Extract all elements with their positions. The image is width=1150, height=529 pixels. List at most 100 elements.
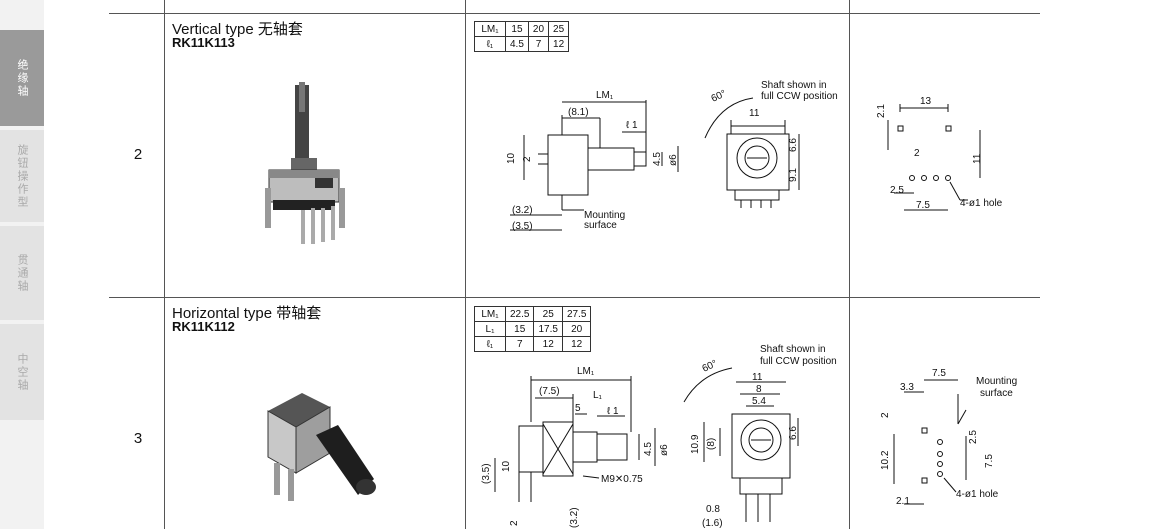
spec-table: LM₁ 15 20 25 ℓ₁ 4.5 7 12: [474, 21, 570, 52]
dimension-label: M9✕0.75: [601, 474, 643, 485]
dimension-label: (3.2): [512, 205, 533, 216]
dimension-label: 2.5: [968, 430, 979, 444]
table-cell: 20: [527, 21, 550, 37]
table-row: ℓ₁ 7 12 12: [474, 336, 592, 352]
dimension-label: 7.5: [932, 368, 946, 379]
tab-through-shaft[interactable]: 贯通轴: [0, 226, 44, 320]
product-title: Vertical type 无轴套: [172, 21, 303, 38]
dimension-label: 10.2: [880, 450, 891, 470]
side-view-drawing: LM₁ (8.1) ℓ 1 10 2 4.5 ø6 (3.2) (3.5) Mo…: [506, 90, 679, 232]
dimension-label: (7.5): [539, 386, 560, 397]
dimension-label: Shaft shown in: [760, 344, 826, 355]
spec-table: LM₁ 22.5 25 27.5 L₁ 15 17.5 20 ℓ₁ 7 12 1…: [474, 306, 592, 352]
side-view-drawing: LM₁ (7.5) L₁ 5 ℓ 1 4.5 ø6 (3.5) 10 M9✕0.…: [481, 366, 670, 528]
tab-label: 中空轴: [16, 352, 28, 392]
dimension-label: 10: [506, 152, 517, 164]
table-cell: 15: [504, 321, 535, 337]
table-cell: 27.5: [561, 306, 592, 322]
dimension-label: Shaft shown in: [761, 80, 827, 91]
dimension-label: 4-ø1 hole: [956, 489, 999, 500]
dimension-label: 2.1: [896, 496, 910, 507]
dimension-label: (8): [706, 438, 717, 450]
dimension-label: 4-ø1 hole: [960, 198, 1003, 209]
dimension-label: (8.1): [568, 107, 589, 118]
table-cell: 25: [533, 306, 563, 322]
dimension-label: 7.5: [916, 200, 930, 211]
dimension-label: 8: [756, 384, 762, 395]
dimension-label: Mounting: [976, 376, 1017, 387]
dimension-label: 5: [575, 403, 581, 414]
table-cell: 15: [505, 21, 529, 37]
table-cell: 20: [561, 321, 592, 337]
dimension-label: (3.5): [481, 463, 492, 484]
product-model: RK11K112: [172, 319, 235, 334]
product-model: RK11K113: [172, 35, 235, 50]
table-cell: 7: [527, 36, 550, 52]
table-rule: [109, 13, 1040, 14]
tab-insulated-shaft[interactable]: 绝缘轴: [0, 30, 44, 126]
dimension-label: 4.5: [652, 152, 663, 166]
table-cell: 4.5: [505, 36, 529, 52]
dimension-label: 6.6: [788, 138, 799, 152]
table-rule: [109, 297, 1040, 298]
dimension-label: 2: [914, 148, 920, 159]
dimension-label: 2.5: [890, 185, 904, 196]
table-row: L₁ 15 17.5 20: [474, 321, 592, 337]
dimension-label: 5.4: [752, 396, 766, 407]
dimension-label: (1.6): [702, 518, 723, 529]
dimension-label: LM₁: [577, 366, 595, 377]
dimension-label: 11: [752, 372, 763, 383]
dimension-label: 6.6: [788, 426, 799, 440]
table-rule: [164, 0, 165, 529]
tab-knob-type[interactable]: 旋钮操作型: [0, 130, 44, 222]
dimension-label: 10: [501, 460, 512, 472]
tab-label: 绝缘轴: [16, 58, 28, 98]
dimension-label: 2: [509, 520, 520, 526]
table-rule: [465, 0, 466, 529]
tab-label: 旋钮操作型: [16, 143, 28, 209]
table-cell: 25: [548, 21, 570, 37]
row-number: 3: [133, 430, 143, 447]
table-cell: 12: [548, 36, 570, 52]
table-cell: 12: [533, 336, 563, 352]
dimension-label: full CCW position: [761, 91, 838, 102]
pcb-layout-drawing: 7.5 3.3 Mounting surface 2 2.5 10.2 7.5 …: [880, 368, 1017, 507]
dimension-label: (3.5): [512, 221, 533, 232]
table-cell: 17.5: [533, 321, 563, 337]
dimension-label: (3.2): [569, 507, 580, 528]
dimension-label: surface: [980, 388, 1013, 399]
dimension-label: ℓ 1: [607, 406, 619, 417]
dimension-label: 13: [920, 96, 932, 107]
dimension-label: 10.9: [690, 434, 701, 454]
dimension-label: L₁: [593, 390, 603, 401]
table-cell: ℓ₁: [474, 36, 506, 52]
dimension-label: ø6: [659, 444, 670, 456]
table-cell: LM₁: [474, 21, 506, 37]
dimension-label: 2: [880, 412, 891, 418]
dimension-label: LM₁: [596, 90, 614, 101]
table-cell: L₁: [474, 321, 506, 337]
dimension-label: 0.8: [706, 504, 720, 515]
tab-label: 贯通轴: [16, 253, 28, 293]
table-cell: 12: [561, 336, 592, 352]
dimension-label: Mounting: [584, 210, 625, 221]
table-row: LM₁ 22.5 25 27.5: [474, 306, 592, 322]
tab-hollow-shaft[interactable]: 中空轴: [0, 324, 44, 420]
dimension-label: ℓ 1: [626, 120, 638, 131]
dimension-label: 2.1: [876, 104, 887, 118]
product-title: Horizontal type 带轴套: [172, 305, 322, 322]
table-cell: 7: [504, 336, 535, 352]
table-rule: [849, 0, 850, 529]
pcb-layout-drawing: 2.1 13 2 11 2.5 7.5 4-ø1 hole: [876, 96, 1003, 211]
dimension-label: 4.5: [643, 442, 654, 456]
table-cell: LM₁: [474, 306, 506, 322]
front-view-drawing: 60° Shaft shown in full CCW position 11 …: [704, 80, 838, 208]
table-row: ℓ₁ 4.5 7 12: [474, 36, 570, 52]
dimension-label: ø6: [668, 154, 679, 166]
dimension-label: 11: [972, 153, 983, 164]
front-view-drawing: 60° Shaft shown in full CCW position 11 …: [683, 344, 837, 529]
table-cell: 22.5: [504, 306, 535, 322]
dimension-label: 3.3: [900, 382, 914, 393]
dimension-label: 60°: [710, 88, 728, 104]
dimension-label: 11: [749, 108, 760, 119]
